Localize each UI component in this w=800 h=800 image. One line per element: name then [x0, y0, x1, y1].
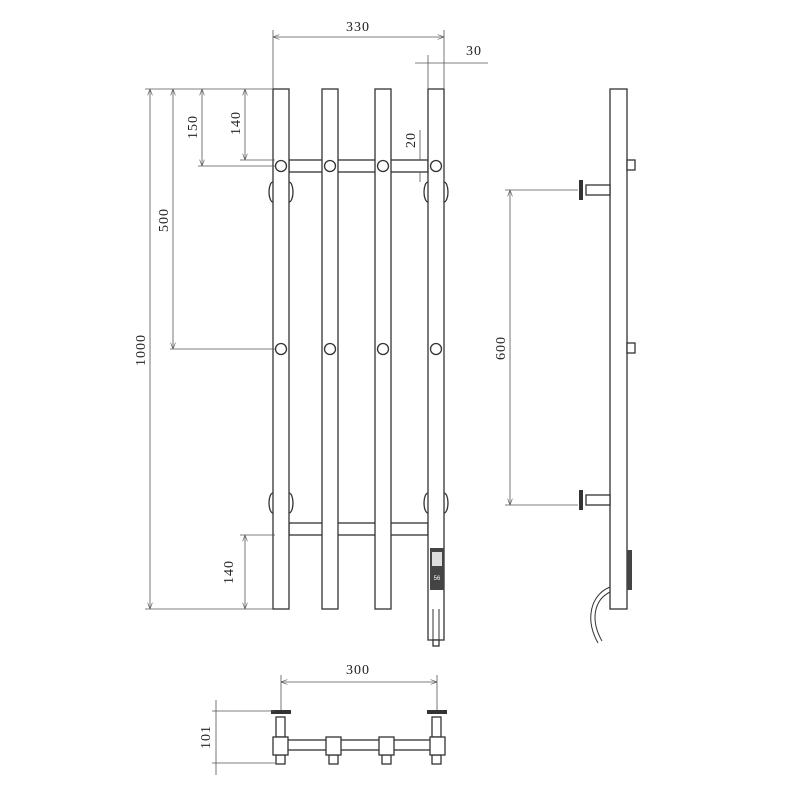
drawing-line	[275, 754, 286, 765]
drawing-line	[585, 494, 611, 506]
drawing-line	[429, 342, 443, 356]
bottom-crossbar	[288, 522, 429, 536]
drawing-line	[271, 710, 291, 714]
drawing-line	[594, 591, 611, 642]
drawing-line	[274, 159, 288, 173]
bottom-view: 300 101	[199, 663, 447, 775]
side-panel	[609, 88, 628, 610]
dim-500: 500	[157, 208, 172, 232]
joint-circles	[274, 159, 443, 356]
drawing-line	[626, 342, 636, 354]
drawing-line	[376, 159, 390, 173]
side-view: 600	[494, 88, 636, 644]
drawing-line	[381, 754, 392, 765]
drawing-line	[579, 490, 583, 510]
drawing-line	[579, 180, 583, 200]
drawing-line	[431, 716, 442, 738]
drawing-line	[328, 754, 339, 765]
drawing-line	[275, 716, 286, 738]
drawing-line	[325, 736, 342, 756]
drawing-line	[585, 184, 611, 196]
drawing-line	[429, 159, 443, 173]
front-dimensions: 330 30 1000 500 150 140 20 140	[134, 20, 488, 610]
dim-300: 300	[346, 663, 370, 678]
dim-140-bottom: 140	[222, 560, 237, 584]
side-switch	[627, 550, 632, 590]
front-view: 56	[268, 88, 449, 647]
power-cable	[432, 639, 440, 647]
dim-20: 20	[404, 132, 419, 148]
drawing-line	[274, 342, 288, 356]
dim-600: 600	[494, 336, 509, 360]
drawing-line: 56	[434, 576, 441, 582]
drawing-line	[376, 342, 390, 356]
side-bracket-top	[579, 180, 611, 200]
drawing-line	[284, 739, 436, 751]
drawing-line	[323, 159, 337, 173]
dim-140-top: 140	[229, 111, 244, 135]
drawing-line	[432, 552, 442, 566]
dim-1000: 1000	[134, 334, 149, 366]
drawing-line	[431, 754, 442, 765]
drawing-line	[378, 736, 395, 756]
drawing-line	[323, 342, 337, 356]
drawing-line	[429, 736, 446, 756]
control-unit: 56	[430, 548, 444, 590]
dim-330: 330	[346, 20, 370, 35]
side-bracket-bottom	[579, 490, 611, 510]
dim-30: 30	[466, 44, 482, 59]
drawing-line	[427, 710, 447, 714]
drawing-line	[626, 159, 636, 171]
drawing-line	[272, 736, 289, 756]
dim-101: 101	[199, 725, 214, 749]
side-cable	[590, 586, 611, 644]
top-crossbar	[288, 159, 429, 173]
dim-150: 150	[186, 115, 201, 139]
